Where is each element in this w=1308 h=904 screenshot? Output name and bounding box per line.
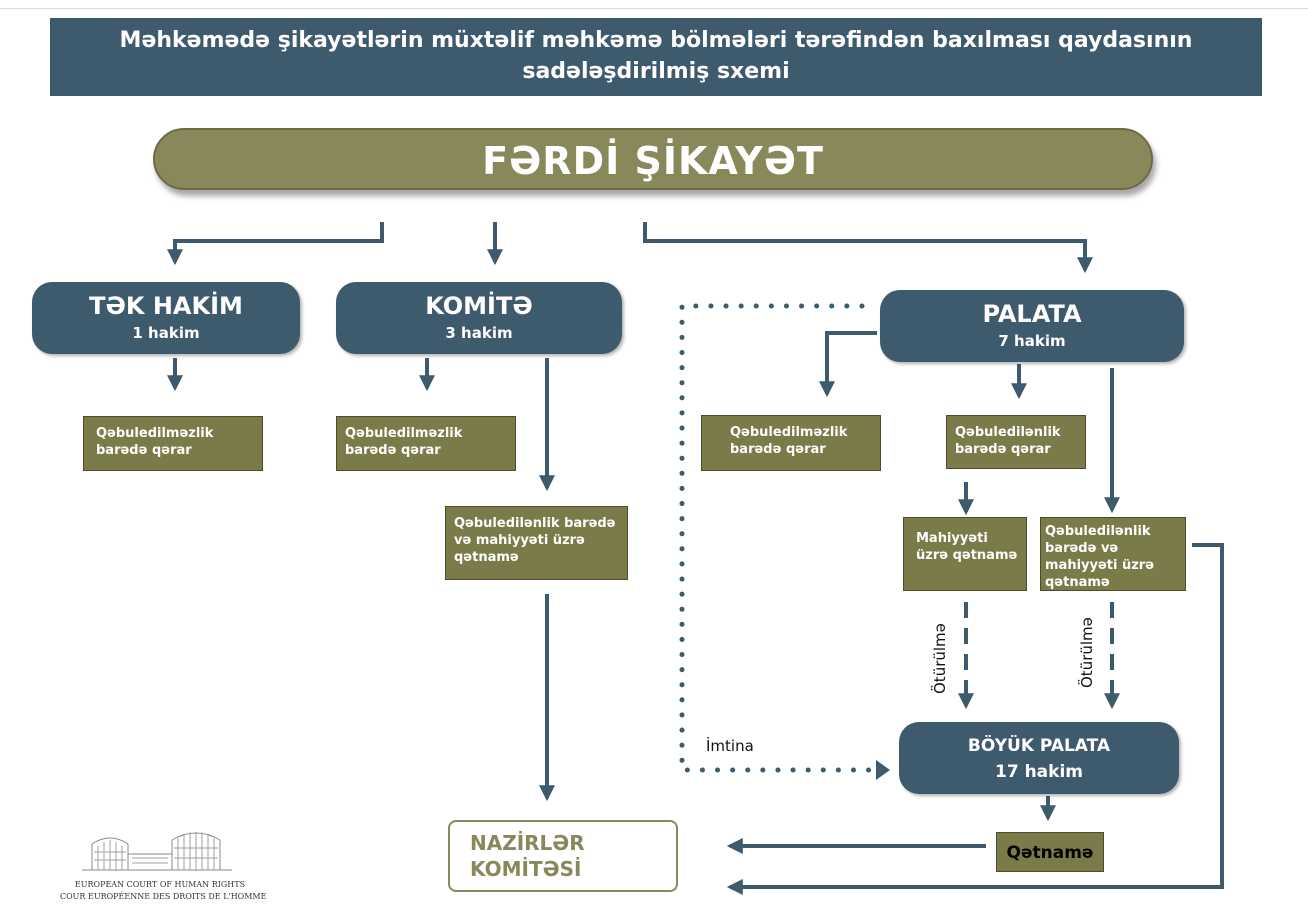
arrow-judgment-return-to-nazirler (726, 543, 1224, 895)
node-komite-title: KOMİTƏ (425, 292, 533, 320)
box-qetname: Qətnamə (996, 832, 1104, 872)
box-komite-inadmissible: Qəbuledilməzlik barədə qərar (336, 416, 516, 471)
node-palata-sub: 7 hakim (998, 332, 1066, 350)
nazirler-line-1: NAZİRLƏR (470, 831, 585, 855)
box-palata-admissible: Qəbuledilənlik barədə qərar (946, 415, 1086, 469)
node-nazirler-komitesi: NAZİRLƏR KOMİTƏSİ (448, 820, 678, 892)
logo-text-en: EUROPEAN COURT OF HUMAN RIGHTS (74, 880, 246, 889)
page-title: Məhkəmədə şikayətlərin müxtəlif məhkəmə … (50, 18, 1262, 96)
node-tek-hakim: TƏK HAKİM 1 hakim (32, 282, 300, 354)
box-palata-judgment: Qəbuledilənlik barədə və mahiyyəti üzrə … (1040, 517, 1186, 591)
node-boyuk-palata-sub: 17 hakim (995, 762, 1083, 782)
label-relinquish: İmtina (706, 737, 754, 755)
root-node-individual-application: FƏRDİ ŞİKAYƏT (153, 128, 1153, 190)
node-tek-hakim-sub: 1 hakim (132, 324, 200, 342)
court-building-icon (82, 832, 232, 871)
top-divider (0, 8, 1308, 9)
arrow-relinquish-dotted (679, 303, 875, 773)
arrow-root-to-tek-hakim (167, 222, 384, 266)
node-palata-title: PALATA (982, 300, 1082, 328)
node-boyuk-palata-title: BÖYÜK PALATA (967, 736, 1111, 756)
node-komite: KOMİTƏ 3 hakim (336, 282, 622, 354)
node-tek-hakim-title: TƏK HAKİM (89, 292, 243, 320)
box-tek-inadmissible: Qəbuledilməzlik barədə qərar (83, 416, 263, 471)
nazirler-line-2: KOMİTƏSİ (470, 857, 582, 881)
box-komite-judgment: Qəbuledilənlik barədə və mahiyyəti üzrə … (445, 506, 628, 580)
label-referral-right: Ötürülmə (1078, 617, 1096, 688)
echr-logo: EUROPEAN COURT OF HUMAN RIGHTS COUR EURO… (60, 826, 267, 904)
logo-text-fr: COUR EUROPÉENNE DES DROITS DE L'HOMME (60, 892, 267, 901)
node-komite-sub: 3 hakim (445, 324, 513, 342)
box-palata-inadmissible: Qəbuledilməzlik barədə qərar (701, 415, 881, 471)
label-referral-left: Ötürülmə (931, 623, 949, 694)
arrow-palata-to-inadmissible (819, 331, 877, 398)
box-palata-merits: Mahiyyəti üzrə qətnamə (903, 517, 1027, 591)
relinquish-arrowhead (876, 760, 890, 780)
arrow-root-to-palata (643, 222, 1093, 274)
node-boyuk-palata: BÖYÜK PALATA 17 hakim (899, 722, 1179, 794)
node-palata: PALATA 7 hakim (880, 290, 1184, 362)
